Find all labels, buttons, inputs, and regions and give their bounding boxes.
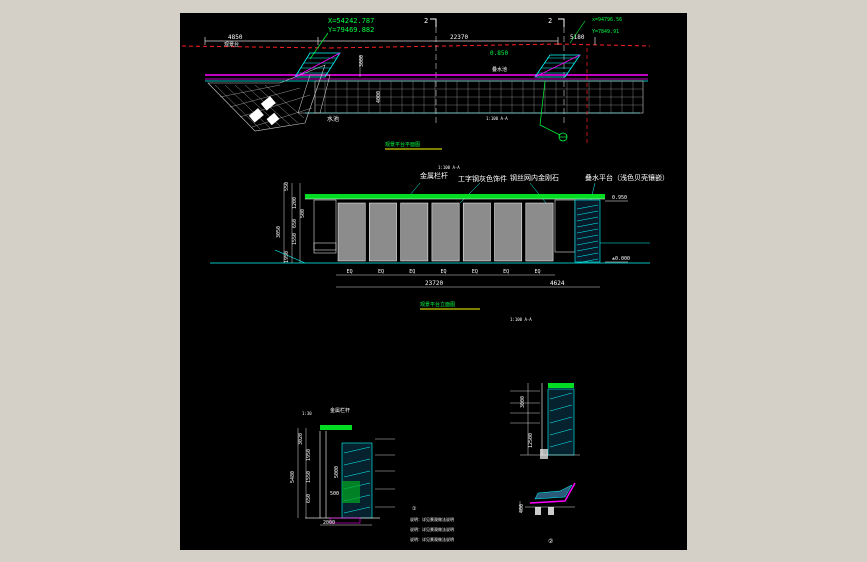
- detail-left-scale: 1:30: [302, 411, 312, 416]
- plan-grid: [314, 80, 644, 114]
- callout-ibeam: 工字钢灰色饰件: [458, 174, 507, 183]
- elev-dim-1950: 1950: [284, 251, 290, 263]
- detail-right: 3000 12500 400 ②: [510, 383, 580, 545]
- level-top: 0.950: [612, 195, 627, 201]
- detail-right-dim-2: 12500: [528, 433, 534, 448]
- elevation-bay-panel: [462, 202, 491, 262]
- section-marker-left: 2: [424, 17, 428, 25]
- elevation-bay-panel: [337, 202, 366, 262]
- detail-left: 1:30 金属栏杆 3020 1950 1550 650 5480 5000 5…: [290, 407, 454, 542]
- elevation-scale-note-2: 1:100 A-A: [510, 317, 532, 322]
- elev-dim-right: 4624: [550, 280, 565, 287]
- cad-drawing: 4850 22370 5180 X=54242.787 Y=79469.882 …: [181, 17, 669, 545]
- elev-dim-1200: 1200: [292, 197, 298, 209]
- detail-right-dim-1: 3000: [520, 396, 526, 408]
- plan-title: 观景平台平面图: [385, 141, 420, 148]
- plan-view: 4850 22370 5180 X=54242.787 Y=79469.882 …: [181, 17, 651, 150]
- elevation-bay-panel: [369, 202, 397, 262]
- detail-left-dim-3: 1550: [306, 471, 312, 483]
- detail-left-label: 金属栏杆: [330, 407, 350, 414]
- elevation-bay-panel: [400, 202, 429, 262]
- detail-left-note-2: 说明：详见景观做法说明: [410, 516, 454, 522]
- plan-dim-vertical: 3000: [359, 55, 365, 67]
- callout-gabion: 钢丝网内金刚石: [510, 173, 559, 182]
- bay-label: EQ: [347, 269, 353, 275]
- plan-label-level: 0.850: [490, 50, 508, 57]
- plan-label-overlook: 观景台: [224, 41, 239, 48]
- level-ground: ±0.000: [612, 256, 630, 262]
- coord-right-x: x=94796.56: [592, 17, 622, 23]
- plan-label-pool: 水池: [327, 115, 339, 123]
- elevation-bay-panel: [494, 202, 523, 262]
- plan-dim-2: 22370: [450, 34, 468, 41]
- elevation-bay-panel: [525, 202, 554, 262]
- elevation-bays: [337, 202, 554, 262]
- detail-right-marker: ②: [548, 538, 553, 545]
- plan-label-4000: 4000: [376, 91, 382, 103]
- plan-label-cascade: 叠水池: [492, 66, 507, 73]
- elev-dim-500: 500: [300, 209, 306, 218]
- bay-label: EQ: [441, 269, 447, 275]
- detail-left-dim-7: 500: [330, 491, 339, 497]
- detail-left-dim-2: 1950: [306, 449, 312, 461]
- elevation-scale-note: 1:100 A-A: [438, 165, 460, 170]
- coord-y: Y=79469.882: [328, 26, 374, 34]
- detail-left-dim-6: 5000: [334, 466, 340, 478]
- elevation-title: 观景平台立面图: [420, 301, 455, 308]
- cad-drawing-canvas: 4850 22370 5180 X=54242.787 Y=79469.882 …: [180, 13, 687, 550]
- detail-left-dim-1: 3020: [298, 433, 304, 445]
- elev-dim-3050: 3050: [276, 226, 282, 238]
- detail-left-dim-4: 650: [306, 494, 312, 503]
- detail-left-note-4: 说明：详见景观做法说明: [410, 536, 454, 542]
- section-marker-right: 2: [548, 17, 552, 25]
- detail-left-note-3: 说明：详见景观做法说明: [410, 526, 454, 532]
- bay-label: EQ: [378, 269, 384, 275]
- bay-label: EQ: [534, 269, 540, 275]
- elev-dim-650: 650: [292, 219, 298, 228]
- elevation-bay-panel: [431, 202, 460, 262]
- elev-dim-total: 23720: [425, 280, 443, 287]
- coord-x: X=54242.787: [328, 17, 374, 25]
- detail-right-dim-3: 400: [519, 504, 525, 513]
- bay-label: EQ: [409, 269, 415, 275]
- bay-label: EQ: [503, 269, 509, 275]
- plan-dim-1: 4850: [228, 34, 243, 41]
- elev-dim-550: 550: [284, 182, 290, 191]
- elev-dim-1550: 1550: [292, 233, 298, 245]
- detail-left-dim-5: 5480: [290, 471, 296, 483]
- elevation-view: 1:100 A-A 金属栏杆 工字钢灰色饰件 钢丝网内金刚石 叠水平台（浅色贝壳…: [210, 165, 669, 322]
- detail-left-dim-8: 2000: [323, 520, 335, 526]
- callout-cascade: 叠水平台（浅色贝壳镶嵌）: [585, 173, 669, 182]
- plan-dim-3: 5180: [570, 34, 585, 41]
- detail-left-note-1: ①: [412, 506, 417, 512]
- plan-scale-note: 1:100 A-A: [486, 116, 508, 121]
- bay-label: EQ: [472, 269, 478, 275]
- callout-railing: 金属栏杆: [420, 171, 448, 180]
- coord-right-y: Y=7849.91: [592, 29, 619, 35]
